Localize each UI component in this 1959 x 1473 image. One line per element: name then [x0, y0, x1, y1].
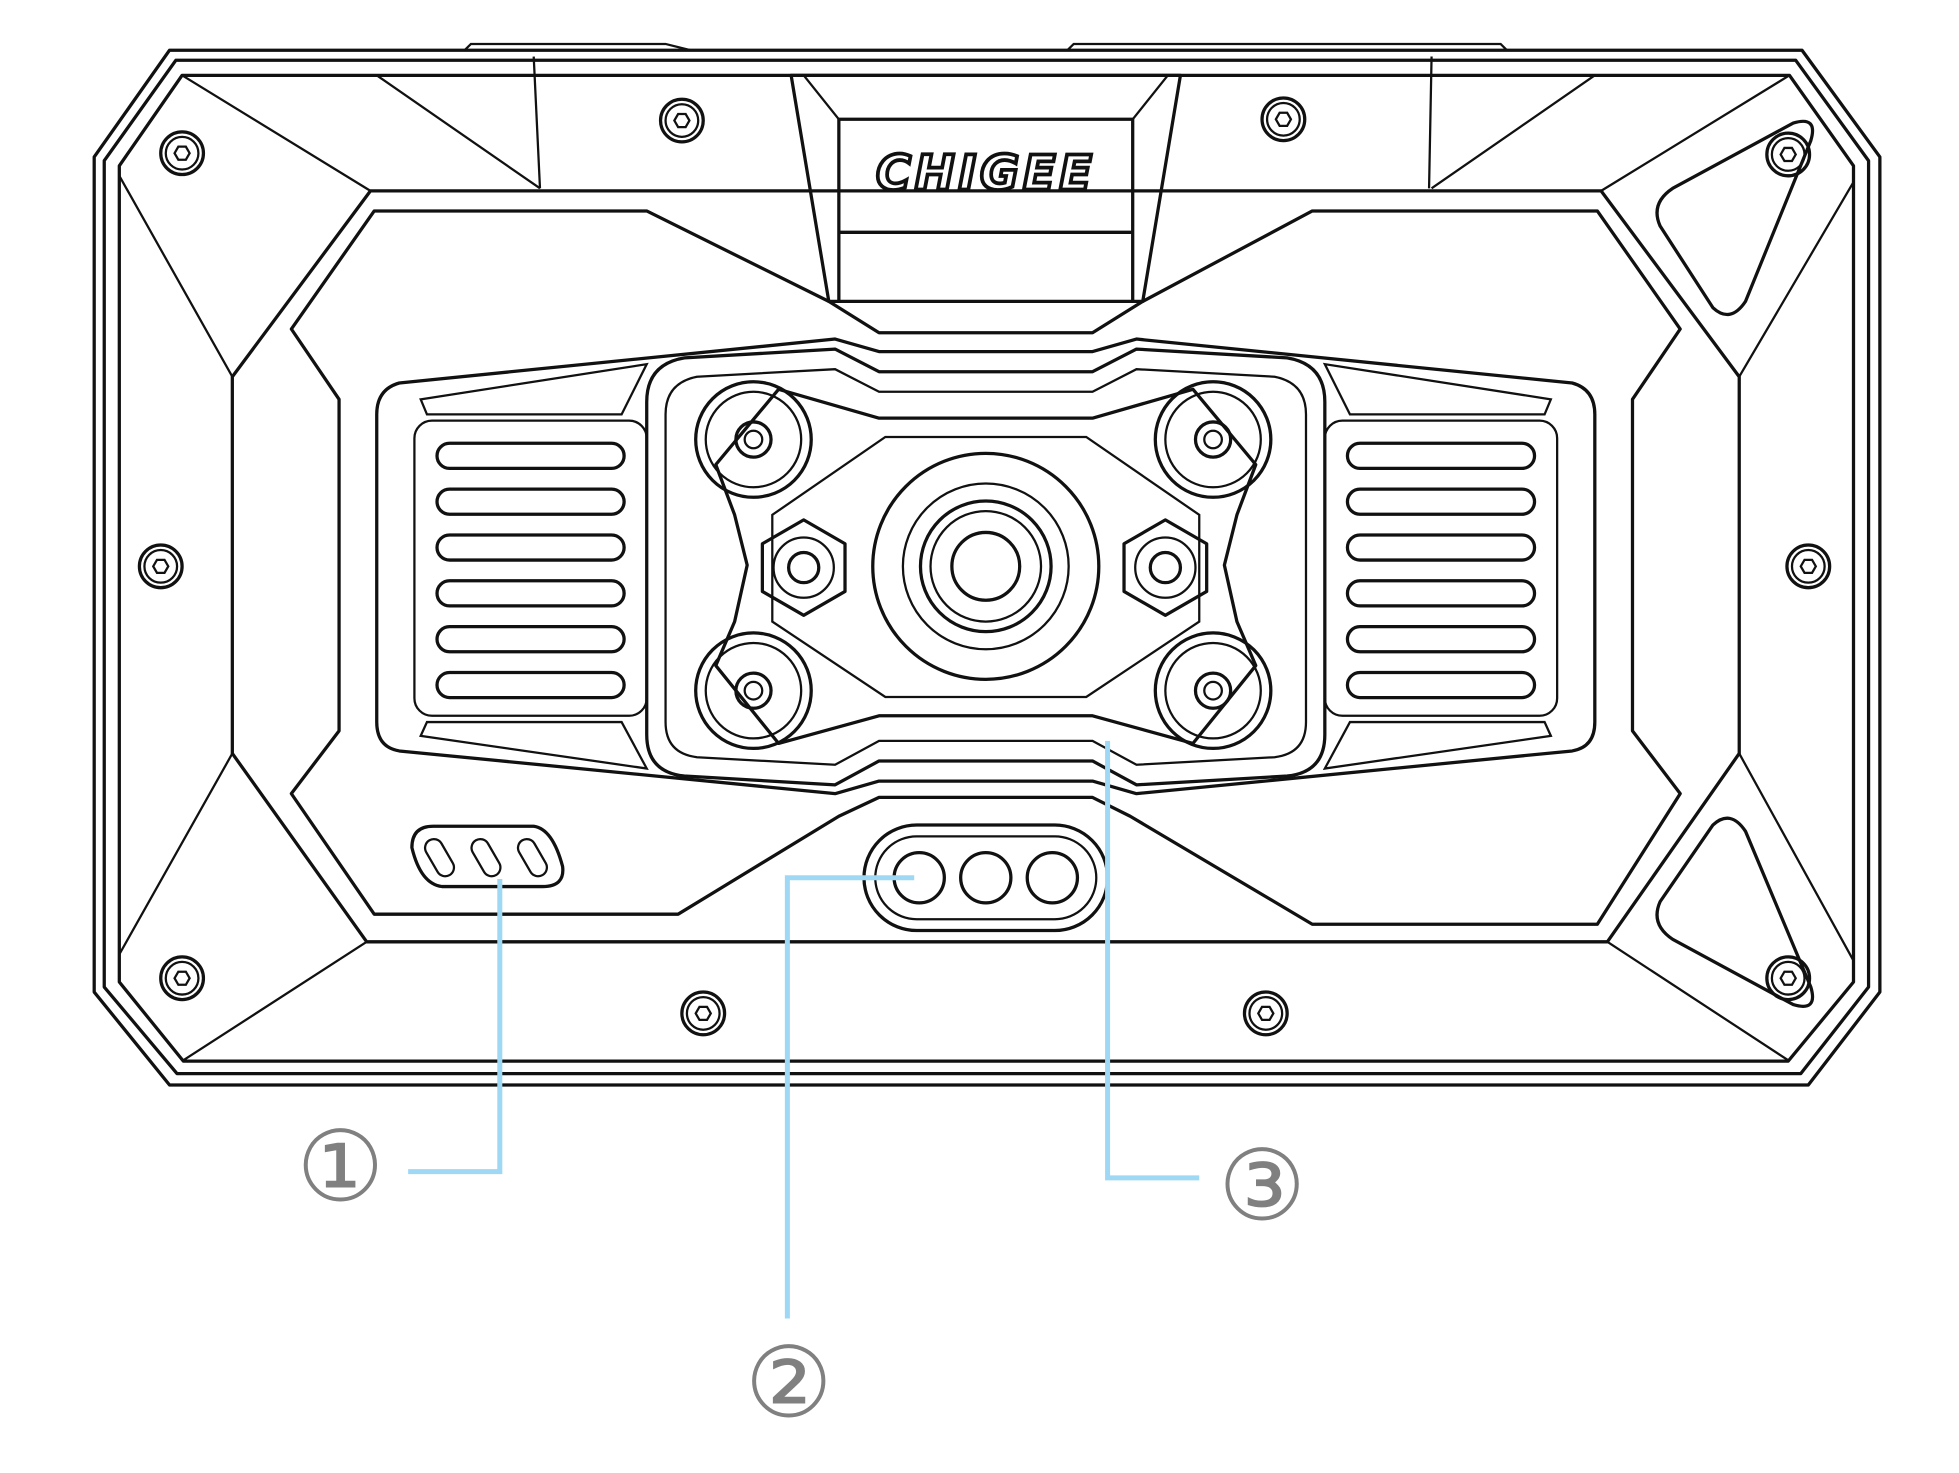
vent-slot: [1345, 441, 1537, 471]
vent-slot: [1345, 487, 1537, 516]
vent-slot: [435, 624, 626, 654]
screw-icon: [1260, 96, 1307, 143]
vent-slot: [1345, 533, 1537, 562]
screw-icon: [658, 97, 705, 144]
hex-nut: [760, 518, 847, 617]
corner-pad: [1655, 119, 1815, 317]
vent-slot: [435, 441, 626, 471]
mount-plate: [375, 337, 1597, 796]
vent-slot: [1345, 670, 1537, 700]
vent-slot: [1345, 624, 1537, 654]
vent-slots: [435, 441, 1537, 700]
mount-knob: [1153, 380, 1273, 499]
callout-label-2: ②: [745, 1326, 833, 1440]
vent-slot: [1345, 579, 1537, 608]
screw-icon: [1765, 131, 1812, 178]
callout-1: ①: [296, 879, 503, 1225]
callout-2: ②: [745, 875, 915, 1440]
screw-icon: [680, 990, 727, 1037]
callout-3: ③: [1105, 740, 1306, 1243]
brand-logo: CHIGEE: [876, 147, 1096, 202]
corner-pad: [1655, 816, 1815, 1008]
vent-slot: [435, 487, 626, 516]
camera-module: [645, 347, 1327, 787]
screw-icon: [137, 543, 184, 590]
logo-tab: CHIGEE: [789, 73, 1183, 304]
mount-knob: [694, 631, 813, 751]
callout-label-1: ①: [296, 1111, 384, 1225]
vent-slot: [435, 670, 626, 700]
hex-nut: [1122, 518, 1209, 617]
callout-label-3: ③: [1218, 1129, 1306, 1243]
mount-knob: [1153, 631, 1273, 751]
screw-icon: [159, 130, 206, 177]
screw-icon: [1242, 990, 1289, 1037]
screw-icon: [1785, 543, 1832, 590]
screw-icon: [1765, 955, 1812, 1002]
screws: [137, 96, 1832, 1037]
mount-knob: [694, 380, 813, 499]
screw-icon: [159, 955, 206, 1002]
vent-slot: [435, 533, 626, 562]
microphone-grille: [410, 824, 565, 889]
housing: [92, 42, 1882, 1087]
vent-slot: [435, 579, 626, 608]
